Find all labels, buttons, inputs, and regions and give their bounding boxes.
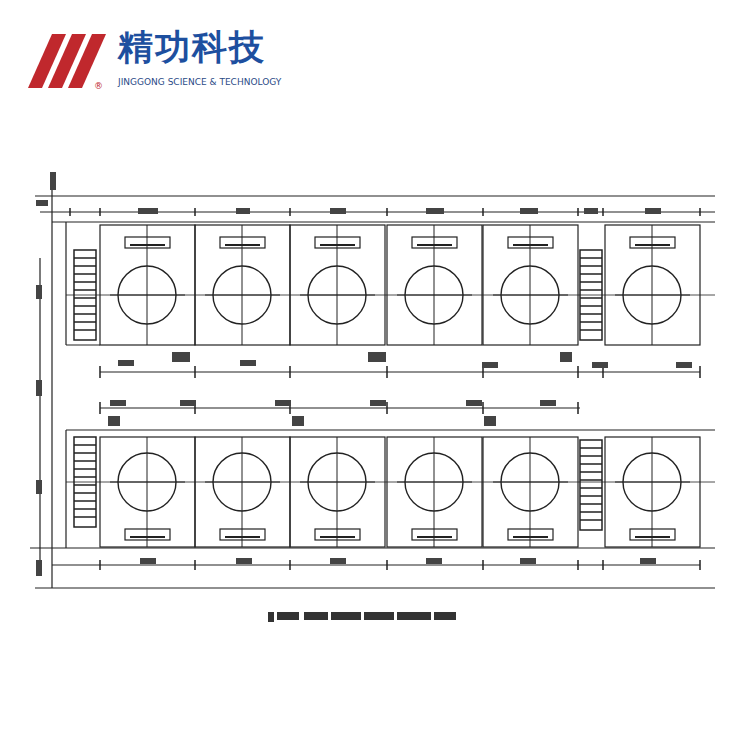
company-name-english: JINGGONG SCIENCE & TECHNOLOGY <box>118 78 281 87</box>
frame-lines <box>30 172 715 588</box>
tank-row-bottom <box>74 437 700 547</box>
logo-mark <box>28 34 106 88</box>
registered-mark: ® <box>94 82 103 91</box>
illegible-dimension-text <box>36 172 692 576</box>
dimension-ticks <box>70 208 700 570</box>
illegible-caption <box>268 612 456 622</box>
tank-row-top <box>74 225 700 345</box>
company-name: 精功科技 <box>118 30 266 65</box>
